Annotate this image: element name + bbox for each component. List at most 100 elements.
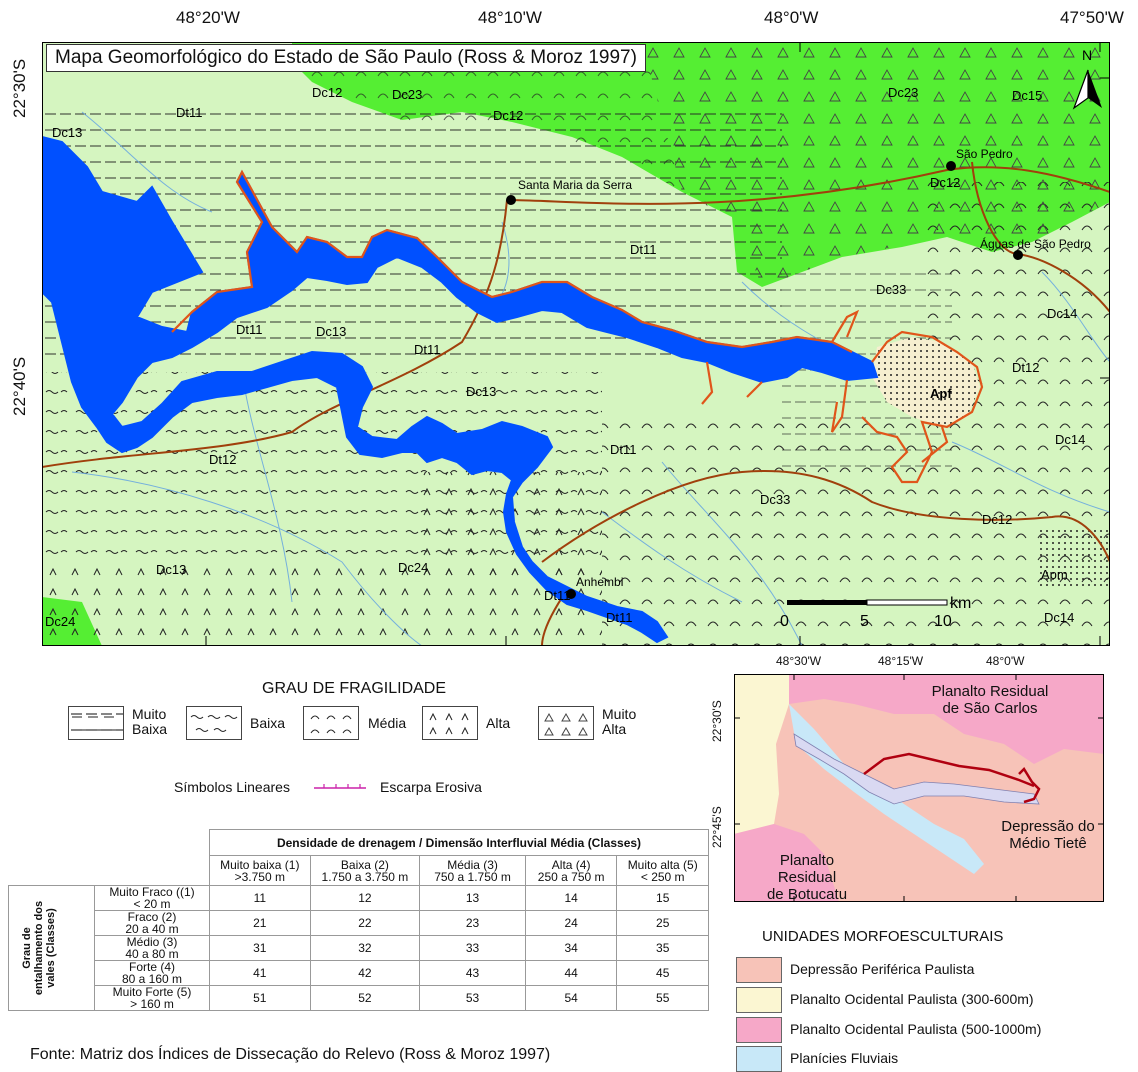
unit-label: Dt11 xyxy=(236,322,263,337)
linear-symbol-label: Escarpa Erosiva xyxy=(380,779,482,795)
matrix-cell: 54 xyxy=(524,985,618,1011)
matrix-cell: 53 xyxy=(419,985,526,1011)
matrix-cell: 21 xyxy=(209,910,311,936)
matrix-cell: 45 xyxy=(616,960,709,986)
inset-planalto-high-south xyxy=(734,824,839,902)
dissection-matrix: Densidade de drenagem / Dimensão Interfl… xyxy=(8,829,709,1011)
inset-coord-top-3: 48°0'W xyxy=(986,654,1025,668)
legend-label-alta: Alta xyxy=(486,715,511,731)
unit-label: Dt11 xyxy=(630,242,657,257)
unit-label: Dc12 xyxy=(982,512,1012,527)
unit-label: Dc23 xyxy=(392,87,422,102)
matrix-cell: 35 xyxy=(616,935,709,961)
fragility-title: GRAU DE FRAGILIDADE xyxy=(262,680,447,697)
unit-label: Planalto Ocidental Paulista (500-1000m) xyxy=(790,1021,1042,1037)
unit-label: Dc12 xyxy=(493,108,523,123)
unit-item: Planalto Ocidental Paulista (300-600m) xyxy=(736,987,1136,1013)
scale-tick-10: 10 xyxy=(934,613,952,630)
matrix-cell: 22 xyxy=(309,910,421,936)
matrix-row-header: Muito Fraco ((1)< 20 m xyxy=(94,885,210,911)
unit-label: Dt11 xyxy=(176,105,203,120)
matrix-cell: 34 xyxy=(524,935,618,961)
unit-label: Dc12 xyxy=(930,175,960,190)
unit-label: Dc33 xyxy=(760,492,790,507)
legend-swatch-caret xyxy=(422,706,478,740)
coord-left-1: 22°30'S xyxy=(10,58,29,118)
unit-label: Dc24 xyxy=(45,614,75,629)
unit-swatch xyxy=(736,987,782,1013)
unit-labels: Dt11 Dc12 Dc23 Dc12 Dc23 Dc15 Dc13 Dc12 … xyxy=(45,85,1085,629)
zone-arc-north xyxy=(292,42,682,192)
unit-label: Dc23 xyxy=(888,85,918,100)
unit-label: Dc14 xyxy=(1047,306,1077,321)
coord-top-3: 48°0'W xyxy=(764,8,819,27)
place-aguas: Águas de São Pedro xyxy=(980,236,1091,251)
town-anhembi-dot xyxy=(566,589,576,599)
unit-label: Dc33 xyxy=(876,282,906,297)
scarp-apf xyxy=(831,309,984,484)
coord-top-1: 48°20'W xyxy=(176,8,240,27)
legend-label-media: Média xyxy=(368,715,407,731)
inset-reservoir xyxy=(793,733,1040,805)
geomorphological-map: Santa Maria da Serra São Pedro Águas de … xyxy=(42,42,1110,646)
matrix-cell: 55 xyxy=(616,985,709,1011)
north-arrow-icon: N xyxy=(1072,47,1102,110)
map-title: Mapa Geomorfológico do Estado de São Pau… xyxy=(46,44,646,72)
matrix-col-header: Muito alta (5)< 250 m xyxy=(616,855,709,886)
place-santa-maria: Santa Maria da Serra xyxy=(518,178,632,192)
place-anhembi: Anhembi xyxy=(576,575,623,589)
matrix-cell: 41 xyxy=(209,960,311,986)
matrix-col-header: Baixa (2)1.750 a 3.750 m xyxy=(309,855,421,886)
legend-swatch-wave xyxy=(186,706,242,740)
unit-label: Dt11 xyxy=(544,588,571,603)
unit-label: Dt11 xyxy=(414,342,441,357)
matrix-col-header: Média (3)750 a 1.750 m xyxy=(419,855,526,886)
unit-label: Dc13 xyxy=(316,324,346,339)
unit-label: Dc13 xyxy=(466,384,496,399)
inset-map xyxy=(734,674,1104,902)
legend-swatch-triangle xyxy=(538,706,594,740)
town-santa-maria-dot xyxy=(506,195,516,205)
matrix-cell: 15 xyxy=(616,885,709,911)
zone-arc xyxy=(602,422,1110,646)
matrix-cell: 44 xyxy=(524,960,618,986)
unit-label: Planalto Ocidental Paulista (300-600m) xyxy=(790,991,1034,1007)
unit-swatch xyxy=(736,1046,782,1072)
unit-item: Planalto Ocidental Paulista (500-1000m) xyxy=(736,1017,1136,1043)
matrix-cell: 11 xyxy=(209,885,311,911)
matrix-cell: 14 xyxy=(524,885,618,911)
inset-fluvial xyxy=(789,704,984,874)
inset-coord-left-2: 22°45'S xyxy=(710,806,724,848)
unit-label: Dt12 xyxy=(1012,360,1039,375)
matrix-cell: 43 xyxy=(419,960,526,986)
legend-swatch-dash xyxy=(68,706,124,740)
scale-tick-5: 5 xyxy=(860,613,869,630)
town-sao-pedro-dot xyxy=(946,161,956,171)
matrix-cell: 33 xyxy=(419,935,526,961)
matrix-cell: 23 xyxy=(419,910,526,936)
source-note: Fonte: Matriz dos Índices de Dissecação … xyxy=(30,1046,551,1063)
town-aguas-dot xyxy=(1013,250,1023,260)
scale-bar: 0 5 10 km xyxy=(780,595,971,630)
unit-label: Depressão Periférica Paulista xyxy=(790,961,975,977)
matrix-row-header: Médio (3)40 a 80 m xyxy=(94,935,210,961)
unit-label: Dc13 xyxy=(156,562,186,577)
matrix-cell: 24 xyxy=(524,910,618,936)
inset-coord-top-2: 48°15'W xyxy=(878,654,924,668)
matrix-cell: 25 xyxy=(616,910,709,936)
matrix-row-axis: Grau de entalhamento dos vales (Classes) xyxy=(8,885,95,1011)
inset-coord-top-1: 48°30'W xyxy=(776,654,822,668)
unit-label: Dc14 xyxy=(1044,610,1074,625)
matrix-col-header: Alta (4)250 a 750 m xyxy=(524,855,618,886)
scarp-symbol-icon xyxy=(314,784,366,789)
inset-coord-left-1: 22°30'S xyxy=(710,700,724,742)
units-title: UNIDADES MORFOESCULTURAIS xyxy=(762,928,1004,945)
scale-tick-0: 0 xyxy=(780,613,789,630)
town-markers xyxy=(506,161,1023,599)
matrix-cell: 52 xyxy=(309,985,421,1011)
unit-label: Dt11 xyxy=(610,442,637,457)
